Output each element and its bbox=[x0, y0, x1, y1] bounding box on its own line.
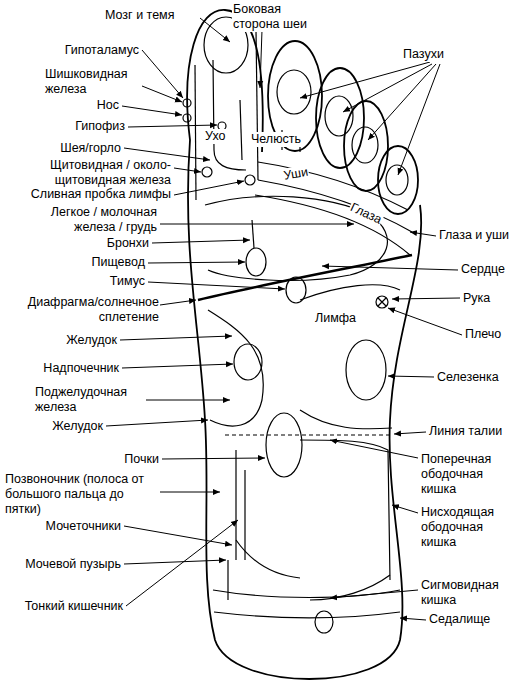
organ-label: Селезенка bbox=[436, 370, 500, 385]
organ-label: Нисходящая ободочная кишка bbox=[420, 505, 514, 550]
organ-label: Желудок bbox=[51, 419, 104, 434]
organ-label: Нос bbox=[96, 98, 120, 113]
organ-label: Сигмовидная кишка bbox=[420, 578, 518, 608]
organ-label: Бронхи bbox=[106, 236, 150, 251]
organ-label: Легкое / молочная железа / грудь bbox=[26, 205, 158, 235]
organ-label: Сердце bbox=[460, 262, 506, 277]
organ-label: Позвоночник (полоса от большого пальца д… bbox=[4, 472, 151, 517]
organ-label: Ухо bbox=[204, 129, 226, 144]
organ-label: Пищевод bbox=[90, 255, 146, 270]
organ-label: Мочевой пузырь bbox=[24, 557, 122, 572]
organ-label: Тимус bbox=[109, 274, 146, 289]
organ-label: Гипоталамус bbox=[64, 43, 140, 58]
organ-label: Пазухи bbox=[402, 47, 445, 62]
organ-label: Линия талии bbox=[428, 424, 503, 439]
organ-label: Гипофиз bbox=[74, 119, 126, 134]
organ-label: Диафрагма/солнечное сплетение bbox=[6, 295, 160, 325]
organ-label: Седалище bbox=[428, 612, 491, 627]
organ-label: Челюсть bbox=[250, 132, 302, 147]
organ-label: Лимфа bbox=[314, 311, 357, 326]
organ-label: Почки bbox=[123, 452, 160, 467]
organ-label: Шея/горло bbox=[59, 141, 122, 156]
organ-label: Сливная пробка лимфы bbox=[30, 187, 172, 202]
organ-label: Тонкий кишечник bbox=[24, 599, 124, 614]
organ-label: Желудок bbox=[65, 333, 118, 348]
organ-label: Щитовидная / около-щитовидная железа bbox=[2, 158, 172, 188]
organ-label: Поперечная ободочная кишка bbox=[420, 452, 514, 497]
organ-label: Боковая сторона шеи bbox=[232, 2, 326, 32]
organ-label: Поджелудочная железа bbox=[34, 385, 146, 415]
organ-label: Уши bbox=[282, 165, 311, 184]
organ-label: Мозг и темя bbox=[104, 8, 175, 23]
organ-label: Глаза и уши bbox=[438, 228, 510, 243]
organ-label: Надпочечник bbox=[42, 361, 120, 376]
organ-label: Плечо bbox=[464, 327, 502, 342]
organ-label: Шишковидная железа bbox=[44, 67, 142, 97]
organ-label: Рука bbox=[462, 291, 491, 306]
organ-label: Мочеточники bbox=[45, 519, 122, 534]
